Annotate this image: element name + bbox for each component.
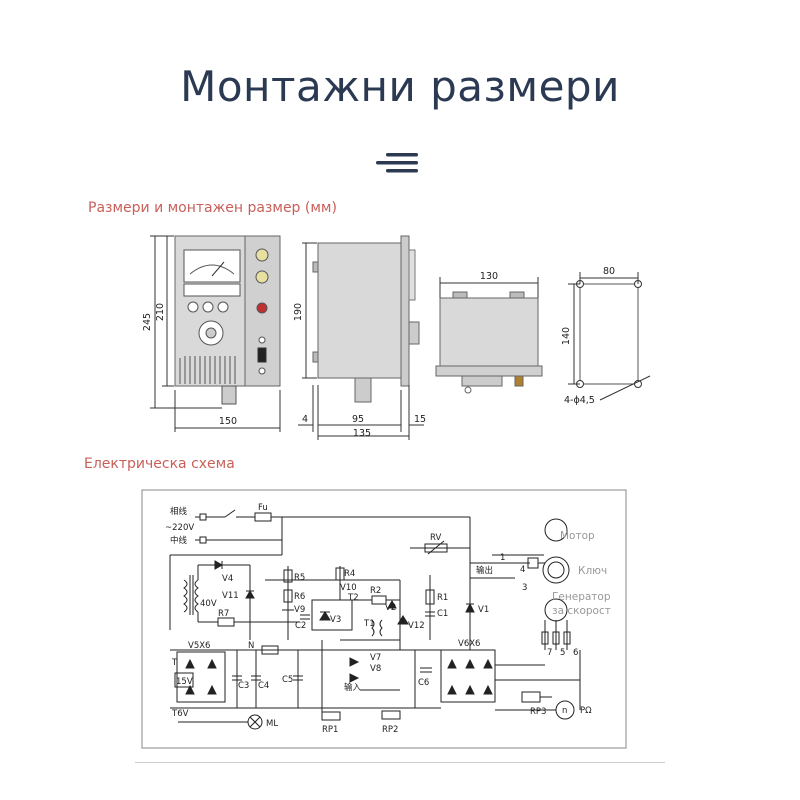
label-v12: V12 — [408, 621, 425, 631]
label-term1: 1 — [500, 553, 505, 563]
label-r2: R2 — [370, 586, 381, 596]
hole-pattern — [568, 272, 651, 401]
label-v11: V11 — [222, 591, 239, 601]
dim-hole-spacing-x: 80 — [603, 266, 615, 277]
label-p-omega: PΩ — [580, 706, 592, 716]
label-c4: C4 — [258, 681, 269, 691]
label-t1: T1 — [363, 619, 375, 629]
label-voltage: ~220V — [165, 523, 194, 533]
schematic-section-title: Електрическа схема — [84, 456, 235, 472]
label-r1: R1 — [437, 593, 448, 603]
label-v3: V3 — [330, 615, 341, 625]
label-generator-1: Генератор — [552, 591, 611, 603]
dim-front-width: 150 — [219, 416, 237, 427]
label-rv: RV — [430, 533, 441, 543]
label-v1: V1 — [478, 605, 489, 615]
top-view — [435, 277, 543, 394]
label-t: T — [171, 658, 178, 668]
label-motor: Мотор — [560, 530, 595, 542]
dim-top-width: 130 — [480, 271, 498, 282]
label-term4: 4 — [520, 565, 525, 575]
dimensions-section-title: Размери и монтажен размер (мм) — [88, 200, 337, 216]
label-c3: C3 — [238, 681, 249, 691]
label-c1: C1 — [437, 609, 448, 619]
dim-side-offset-right: 15 — [414, 414, 426, 425]
label-v6x6: V6X6 — [458, 639, 480, 649]
label-t6v: T6V — [171, 709, 189, 719]
label-term7: 7 — [547, 648, 552, 658]
label-rp2: RP2 — [382, 725, 398, 735]
label-term3: 3 — [522, 583, 527, 593]
label-ml: ML — [266, 719, 278, 729]
label-fuse: Fu — [258, 503, 268, 513]
label-t2: T2 — [347, 593, 359, 603]
label-v8: V8 — [370, 664, 381, 674]
label-term6: 6 — [573, 648, 578, 658]
dim-side-depth: 95 — [352, 414, 364, 425]
label-c2: C2 — [295, 621, 306, 631]
front-view — [150, 235, 281, 432]
page-title: Монтажни размери — [180, 62, 620, 111]
label-rp1: RP1 — [322, 725, 338, 735]
label-r5: R5 — [294, 573, 305, 583]
label-generator-2: за скорост — [552, 605, 611, 617]
label-phase: 相线 — [170, 506, 188, 517]
dim-hole-spec: 4-ϕ4,5 — [564, 395, 595, 406]
dim-side-height: 190 — [293, 303, 304, 321]
dim-front-height-total: 245 — [142, 313, 153, 331]
label-15v: 15V — [176, 677, 193, 687]
label-neutral: 中线 — [170, 535, 188, 546]
label-rp3: RP3 — [530, 707, 546, 717]
label-c6: C6 — [418, 678, 429, 688]
label-v9: V9 — [294, 605, 305, 615]
label-input: 输入 — [344, 682, 362, 693]
label-n: N — [248, 641, 254, 651]
label-key: Ключ — [578, 565, 607, 577]
label-v2: V2 — [385, 603, 396, 613]
bottom-divider — [135, 762, 665, 763]
dim-hole-spacing-y: 140 — [561, 327, 572, 345]
label-c5: C5 — [282, 675, 293, 685]
label-v7: V7 — [370, 653, 381, 663]
label-term5: 5 — [560, 648, 565, 658]
dim-front-height-body: 210 — [155, 303, 166, 321]
label-40v: 40V — [200, 599, 217, 609]
label-v4: V4 — [222, 574, 233, 584]
menu-lines-icon — [376, 153, 418, 173]
label-r6: R6 — [294, 592, 305, 602]
side-view — [298, 235, 424, 440]
dim-side-total: 135 — [353, 428, 371, 439]
dim-side-offset-left: 4 — [302, 414, 308, 425]
label-r4: R4 — [344, 569, 355, 579]
label-output: 输出 — [476, 565, 493, 576]
label-v10: V10 — [340, 583, 357, 593]
label-n-symbol: n — [562, 706, 567, 716]
label-r7: R7 — [218, 609, 229, 619]
label-v5x6: V5X6 — [188, 641, 210, 651]
